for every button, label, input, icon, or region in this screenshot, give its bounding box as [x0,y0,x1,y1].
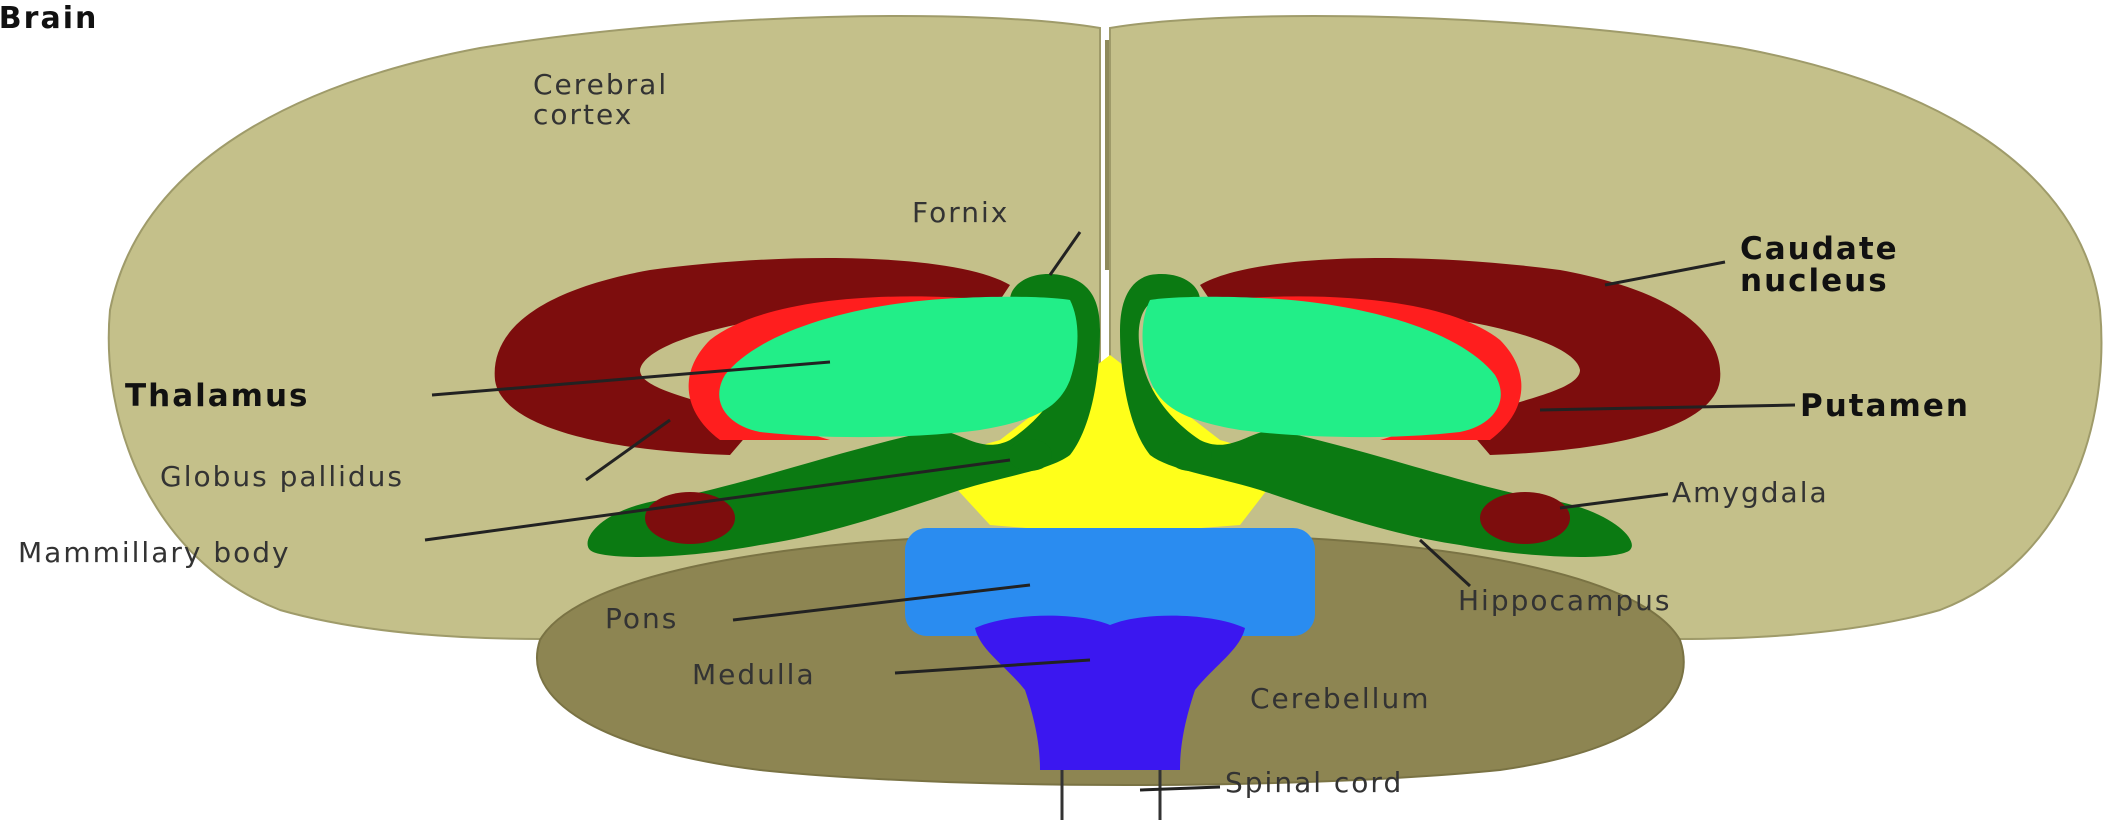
pons [905,528,1315,636]
label-hippocampus: Hippocampus [1458,584,1671,617]
diagram-title: e Brain [0,1,98,36]
label-spinal-cord: Spinal cord [1225,766,1403,799]
label-cerebellum: Cerebellum [1250,682,1430,715]
label-cerebral-cortex-line2: cortex [533,98,633,131]
label-mammillary-body: Mammillary body [18,536,291,569]
leader-spinal-cord [1140,787,1220,790]
label-caudate-line1: Caudate [1740,231,1899,267]
amygdala-right [1480,492,1570,544]
mammillary-body-left [1008,439,1052,471]
label-cerebral-cortex-line1: Cerebral [533,68,668,101]
label-caudate-line2: nucleus [1740,263,1889,299]
label-globus-pallidus: Globus pallidus [160,460,404,493]
label-putamen: Putamen [1800,388,1970,424]
label-pons: Pons [605,602,678,635]
label-amygdala: Amygdala [1672,476,1829,509]
label-thalamus: Thalamus [125,378,310,414]
mammillary-body-right [1168,439,1212,471]
label-fornix: Fornix [912,196,1009,229]
label-medulla: Medulla [692,658,816,691]
